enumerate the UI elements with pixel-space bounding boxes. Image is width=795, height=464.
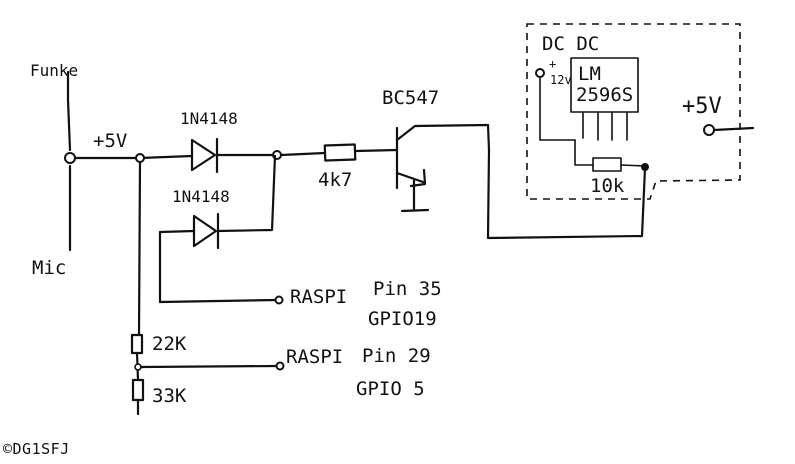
label-raspi2-gpio: GPIO 5 bbox=[356, 378, 425, 400]
junction-5v bbox=[135, 153, 145, 163]
label-raspi1-pin: Pin 35 bbox=[373, 278, 442, 300]
base-wire bbox=[279, 151, 327, 157]
transistor-bc547 bbox=[395, 123, 491, 213]
dcdc-block bbox=[526, 23, 741, 200]
label-5v-left: +5V bbox=[93, 130, 127, 152]
label-cap-value: 12v bbox=[550, 73, 572, 87]
raspi2-terminal bbox=[275, 361, 285, 371]
label-mic: Mic bbox=[32, 257, 66, 279]
label-chip-line1: LM bbox=[578, 63, 601, 85]
credit-watermark: ©DG1SFJ bbox=[3, 440, 70, 458]
label-diode-top: 1N4148 bbox=[180, 109, 238, 128]
label-transistor: BC547 bbox=[382, 87, 439, 109]
resistor-22k bbox=[130, 333, 144, 355]
label-dcdc: DC DC bbox=[542, 33, 599, 55]
dcdc-input-wire bbox=[539, 76, 576, 141]
input-terminal bbox=[64, 152, 76, 164]
label-raspi2: RASPI bbox=[286, 346, 343, 368]
label-raspi1: RASPI bbox=[290, 286, 347, 308]
resistor-33k bbox=[131, 378, 145, 402]
raspi1-wire bbox=[158, 288, 278, 304]
regulator-chip bbox=[570, 57, 639, 113]
label-cap-plus: + bbox=[549, 57, 556, 71]
junction-10k bbox=[641, 163, 649, 171]
chip-pins bbox=[582, 112, 628, 141]
diode-bottom-wire bbox=[158, 229, 196, 292]
output-terminal bbox=[703, 124, 715, 136]
dcdc-input-terminal bbox=[535, 68, 545, 78]
label-diode-bottom: 1N4148 bbox=[172, 187, 230, 206]
diode-top bbox=[190, 137, 219, 174]
label-resistor-4k7: 4k7 bbox=[318, 169, 352, 191]
label-resistor-10k: 10k bbox=[590, 175, 625, 197]
label-raspi2-pin: Pin 29 bbox=[362, 345, 431, 367]
output-wire bbox=[712, 126, 755, 132]
collector-return bbox=[486, 148, 647, 240]
raspi2-wire bbox=[139, 364, 279, 369]
label-chip-line2: 2596S bbox=[576, 84, 633, 106]
resistor-10k bbox=[592, 157, 622, 172]
main-rail bbox=[73, 154, 194, 160]
divider-top-wire bbox=[137, 160, 142, 337]
label-33k: 33K bbox=[152, 385, 187, 407]
diode-bottom-to-junction bbox=[216, 154, 277, 233]
diode-bottom bbox=[192, 212, 220, 250]
resistor-10k-right bbox=[620, 164, 646, 167]
chip-to-resistor bbox=[574, 139, 594, 166]
label-22k: 22K bbox=[152, 333, 187, 355]
label-funke: Funke bbox=[30, 61, 78, 80]
label-raspi1-gpio: GPIO19 bbox=[368, 308, 437, 330]
funke-mic-line bbox=[66, 70, 72, 252]
label-5v-right: +5V bbox=[682, 94, 722, 119]
resistor-4k7 bbox=[323, 143, 357, 162]
raspi1-terminal bbox=[274, 295, 284, 305]
resistor-to-base bbox=[353, 148, 399, 153]
